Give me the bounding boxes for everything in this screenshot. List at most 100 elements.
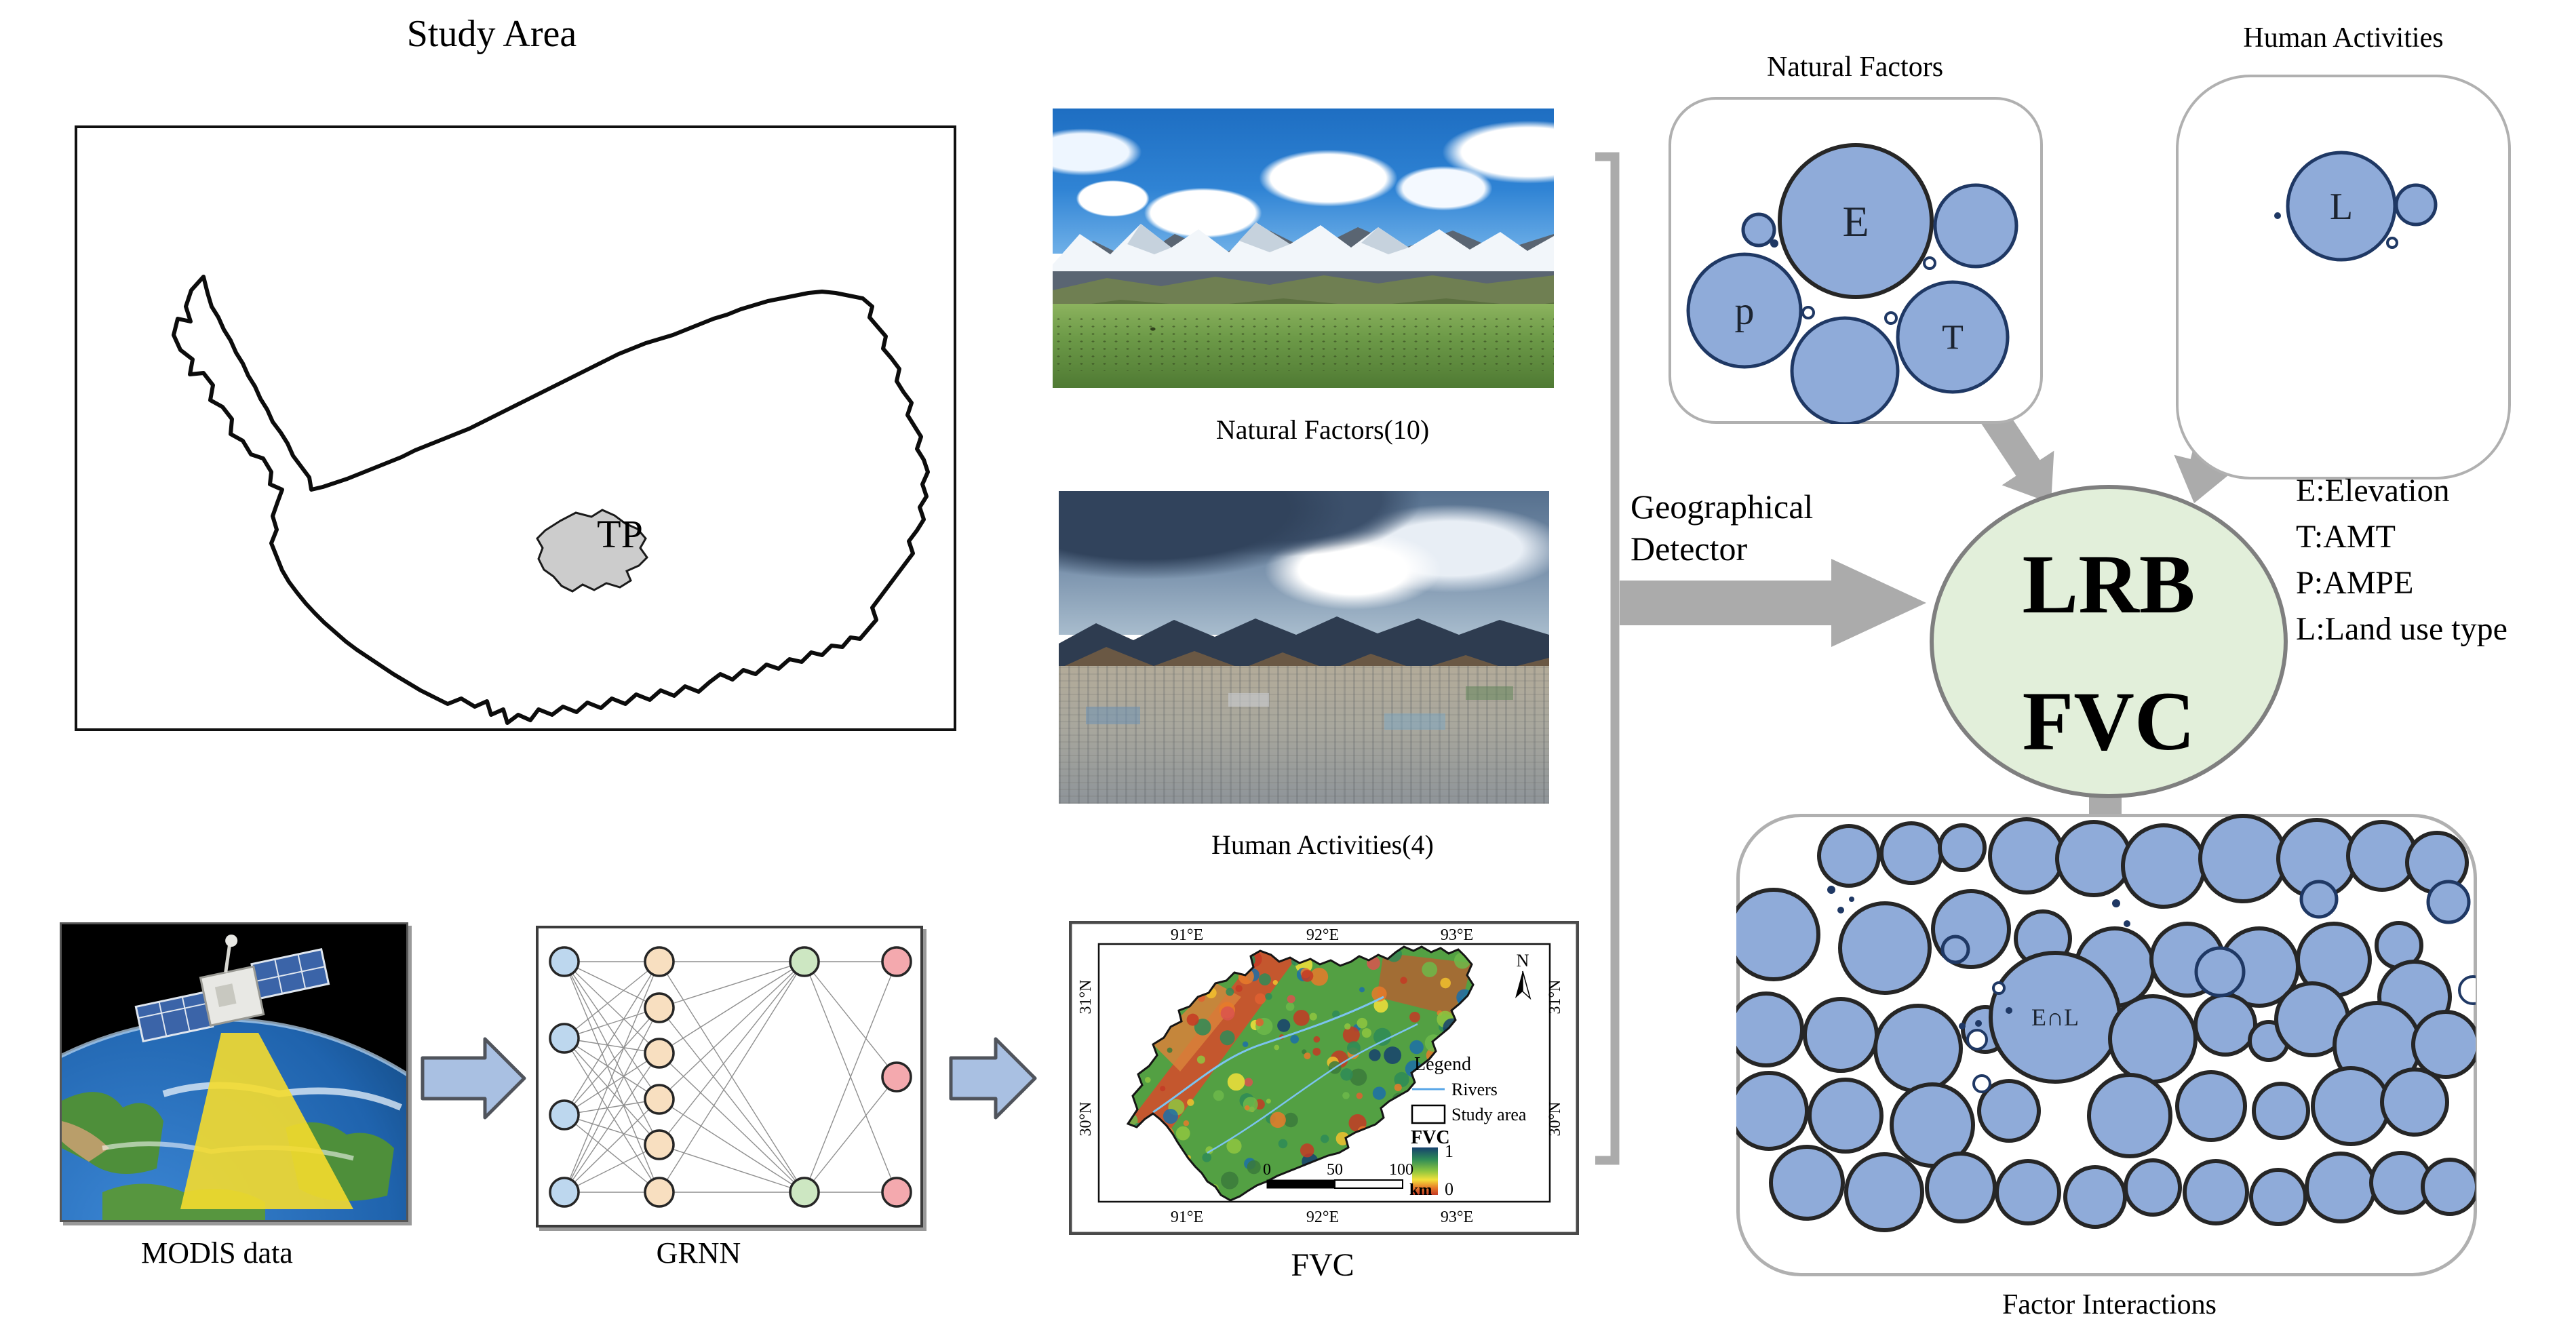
factor-bubble (2380, 1067, 2449, 1137)
fvc-map-panel: 91°E 92°E 93°E 91°E 92°E 93°E 31°N 30°N … (1069, 921, 1579, 1235)
grnn-connection (564, 1144, 660, 1193)
tick-left-30N: 30°N (1077, 1102, 1095, 1137)
grnn-connection (564, 1099, 660, 1116)
factor-bubble (1972, 1074, 1991, 1093)
grnn-node (549, 1023, 580, 1054)
fvc-raster-patch (1394, 1072, 1409, 1088)
photo-sky (1059, 491, 1549, 635)
fvc-raster-patch (1302, 1049, 1307, 1055)
tick-top-93E: 93°E (1441, 926, 1473, 944)
satellite-icon (134, 935, 330, 1043)
fvc-raster-patch (1310, 967, 1329, 986)
factor-bubble (2124, 1158, 2182, 1217)
grnn-caption: GRNN (656, 1236, 741, 1270)
fvc-raster-patch (1373, 998, 1388, 1013)
factor-bubble (2183, 1159, 2249, 1225)
factor-bubble (1879, 821, 1943, 885)
fvc-raster-patch (1221, 1171, 1238, 1190)
fvc-raster-patch (1255, 1018, 1264, 1027)
fvc-raster-patch (1167, 1047, 1173, 1053)
fvc-raster-patch (1266, 1099, 1271, 1104)
human-activities-bubbles: L (2274, 151, 2438, 262)
human-activities-photo-caption: Human Activities(4) (1211, 829, 1434, 860)
factor-bubble (1808, 1078, 1884, 1154)
factor-bubble (1977, 1079, 2041, 1143)
factor-bubble (1686, 252, 1803, 369)
grnn-connection (659, 961, 805, 1100)
grnn-node (789, 946, 820, 977)
factor-bubble-label: E∩L (2031, 1004, 2079, 1031)
tick-bottom-92E: 92°E (1306, 1209, 1339, 1226)
factor-bubble (2055, 820, 2132, 897)
factor-bubble (1844, 1152, 1924, 1232)
factor-bubble (2124, 920, 2130, 927)
fvc-raster-patch (1196, 1055, 1205, 1064)
fvc-raster-patch (1422, 962, 1438, 978)
grnn-connection (659, 961, 805, 1054)
tick-top-92E: 92°E (1306, 926, 1339, 944)
fvc-raster-patch (1244, 1078, 1253, 1087)
fvc-raster-patch (1346, 1041, 1361, 1055)
fvc-raster-patch (1243, 1097, 1258, 1112)
grnn-connection (659, 961, 805, 1008)
study-area-title: Study Area (406, 13, 577, 55)
fvc-raster-patch (1219, 1030, 1235, 1046)
fvc-raster-patch (1394, 1083, 1402, 1092)
fvc-raster-patch (1293, 1009, 1310, 1026)
grnn-connection (564, 1114, 660, 1193)
factor-bubble-label: T (1942, 319, 1964, 357)
grnn-to-fvc-arrow (949, 1037, 1037, 1120)
grnn-connection (659, 961, 805, 1193)
factor-bubble (2112, 899, 2120, 907)
legend-title: Legend (1414, 1054, 1471, 1075)
factor-bubble (1741, 212, 1776, 248)
natural-factors-photo-caption: Natural Factors(10) (1215, 414, 1430, 445)
fvc-raster-patch (1227, 1073, 1245, 1091)
fvc-raster-patch (1409, 1040, 1424, 1055)
grnn-connection (564, 1007, 660, 1116)
factor-bubble (1778, 143, 1934, 299)
grnn-node (644, 1177, 675, 1208)
fvc-raster-patch (1283, 1112, 1298, 1128)
factor-bubble (1849, 897, 1854, 902)
photo-grass-texture (1053, 315, 1554, 372)
grnn-connection (564, 961, 660, 1193)
fvc-color-ramp (1412, 1147, 1438, 1195)
factor-bubble (2087, 1073, 2172, 1158)
fvc-raster-patch (1357, 1017, 1368, 1029)
factor-bubble-label: p (1735, 289, 1755, 333)
grnn-node (789, 1177, 820, 1208)
fvc-legend-label: FVC (1411, 1127, 1450, 1148)
grnn-box (536, 926, 923, 1227)
factor-bubble (2426, 880, 2471, 924)
grnn-connection (564, 1038, 660, 1193)
factor-bubble (2411, 1010, 2476, 1079)
geographical-detector-arrow (1620, 559, 1926, 647)
fvc-raster-patch (1409, 1011, 1420, 1023)
scale-bar: 0 50 100 km (1263, 1161, 1432, 1199)
fvc-raster-patch (1242, 1041, 1249, 1048)
factor-bubble (1940, 935, 1970, 964)
tick-right-30N: 30°N (1546, 1102, 1564, 1137)
factor-bubble (2249, 1168, 2307, 1226)
study-area-polygon (536, 509, 648, 593)
factor-bubble (2121, 823, 2206, 909)
fvc-raster-patch (1235, 985, 1243, 992)
fvc-raster-patch (1183, 1120, 1190, 1126)
modis-art (62, 935, 406, 1220)
grnn-connection (659, 961, 805, 1145)
grnn-connection (564, 1053, 660, 1116)
grnn-connection (564, 1053, 660, 1193)
grnn-node (549, 1099, 580, 1131)
factor-bubble (2175, 1070, 2247, 1142)
grnn-connection (564, 1114, 660, 1145)
factor-interactions-title: Factor Interactions (2002, 1289, 2217, 1320)
fvc-label: FVC (2022, 675, 2196, 768)
factor-bubble (1803, 997, 1879, 1073)
svg-text:km: km (1409, 1181, 1432, 1199)
fvc-raster-patch (1301, 970, 1314, 982)
grnn-node (644, 946, 675, 977)
factor-bubble (1933, 183, 2018, 269)
factor-bubble (1801, 306, 1815, 319)
